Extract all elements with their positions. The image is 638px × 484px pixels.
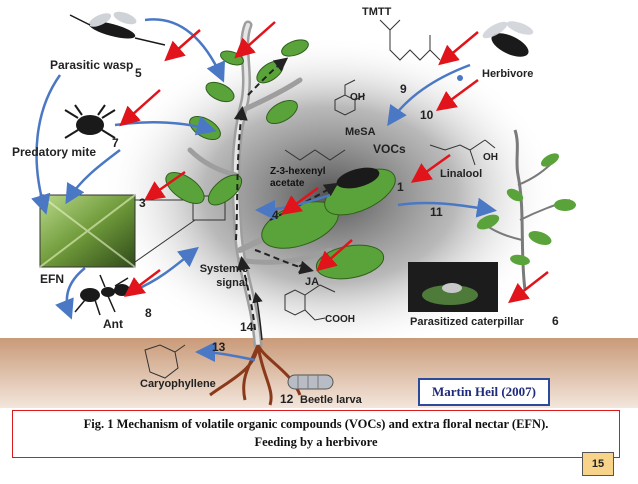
caption-line-2: Feeding by a herbivore [254,435,378,449]
label-tmtt: TMTT [362,6,392,18]
label-mesa: MeSA [345,126,376,138]
number-1: 1 [397,180,404,194]
number-10: 10 [420,108,434,122]
label-efn: EFN [40,272,64,286]
number-3: 3 [139,196,146,210]
citation-box: Martin Heil (2007) [418,378,550,406]
leaf [205,81,235,103]
number-5: 5 [135,66,142,80]
label-ja: JA [305,276,320,288]
leaf [476,214,500,230]
herbivore-icon [491,33,529,57]
label-parasitized-caterpillar: Parasitized caterpillar [410,316,524,328]
number-9: 9 [400,82,407,96]
label-caryophyllene: Caryophyllene [140,378,216,390]
leaf [207,174,243,206]
number-8: 8 [145,306,152,320]
number-6: 6 [552,314,559,328]
label-parasitic-wasp: Parasitic wasp [50,58,134,72]
label-oh: OH [483,152,498,163]
label-beetle-larva: Beetle larva [300,394,362,406]
red-arrow [410,153,451,183]
red-arrow [435,78,479,111]
label-z3-hexenyl-acetate: Z-3-hexenyl acetate [270,166,326,189]
number-11: 11 [430,205,443,219]
number-12: 12 [280,392,294,406]
number-7: 7 [112,136,119,150]
figure-caption: Fig. 1 Mechanism of volatile organic com… [12,410,620,458]
label-predatory-mite: Predatory mite [12,145,97,159]
label-herbivore: Herbivore [482,68,534,80]
beetle-larva-icon [287,374,334,390]
red-arrow [234,21,276,59]
label-cooh: COOH [325,314,355,325]
label-systemic-signal: Systemic signal [199,263,248,289]
number-2: 2 [298,262,305,276]
page-number-badge: 15 [582,452,614,476]
leaf [510,254,530,266]
red-arrow [124,269,161,297]
label-linalool: Linalool [440,168,483,180]
red-arrows [119,21,549,304]
red-arrow [508,271,549,304]
red-arrow [316,239,353,272]
chemical-structures [144,19,496,379]
predatory-mite-icon [64,104,116,139]
label-ant: Ant [103,317,123,331]
leaf [165,171,205,205]
number-13: 13 [212,340,226,354]
ant-icon [74,274,130,316]
leaf [540,153,560,167]
red-arrow [119,89,161,127]
leaf [554,199,576,211]
leaf [506,188,524,202]
red-arrow [143,170,186,201]
number-14: 14 [240,320,254,334]
caption-line-1: Fig. 1 Mechanism of volatile organic com… [83,417,549,431]
herbivore-on-leaf [336,167,380,189]
label-vocs: VOCs [373,142,406,156]
leaf [281,39,309,57]
parasitic-wasp-icon [69,11,166,46]
leaf [266,99,298,125]
label-oh-mesa: OH [350,92,365,103]
number-4: 4 [272,208,279,222]
plant-roots [209,344,302,406]
red-arrow [164,29,201,62]
red-arrow [438,31,479,66]
leaf [528,231,552,245]
red-arrow [280,186,319,215]
